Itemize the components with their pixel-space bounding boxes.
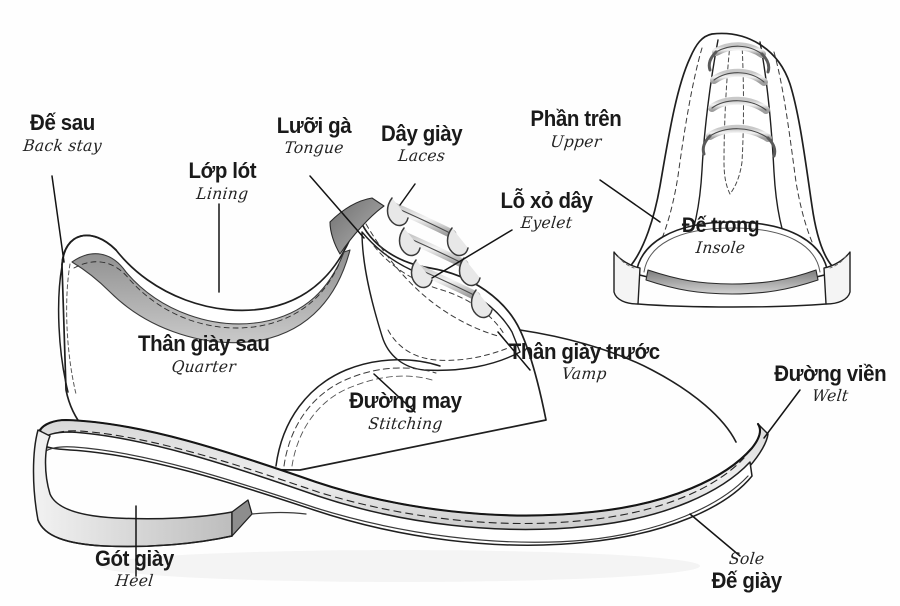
label-eyelet: Lỗ xỏ dây Eyelet <box>497 188 596 233</box>
label-insole-vn: Đế trong <box>681 214 760 237</box>
label-stitching-en: Stitching <box>367 414 444 433</box>
label-laces: Dây giày Laces <box>378 121 465 166</box>
label-insole-en: Insole <box>694 238 747 257</box>
label-eyelet-vn: Lỗ xỏ dây <box>500 188 593 213</box>
label-vamp-vn: Thân giày trước <box>508 339 660 364</box>
label-quarter-vn: Thân giày sau <box>137 331 270 356</box>
label-quarter: Thân giày sau Quarter <box>133 331 275 377</box>
label-upper-en: Upper <box>549 132 603 151</box>
label-tongue-vn: Lưỡi gà <box>276 113 352 138</box>
inset-shoe-front-view <box>613 32 851 308</box>
leader-vamp <box>497 331 531 371</box>
leader-sole <box>689 513 741 557</box>
label-back-stay: Đế sau Back stay <box>22 110 103 156</box>
label-heel-vn: Gót giày <box>94 546 174 571</box>
eyelet-group <box>386 197 493 319</box>
label-stitching: Đường may Stitching <box>345 388 466 434</box>
leader-tongue <box>309 175 365 239</box>
label-tongue: Lưỡi gà Tongue <box>274 113 354 158</box>
leader-upper <box>599 179 661 223</box>
label-laces-vn: Dây giày <box>381 121 463 146</box>
leader-welt <box>763 389 801 439</box>
label-back-stay-vn: Đế sau <box>30 110 95 135</box>
label-upper: Phần trên Upper <box>527 106 625 152</box>
main-shoe-side-view <box>32 197 769 582</box>
label-heel-en: Heel <box>114 571 155 590</box>
label-vamp: Thân giày trước Vamp <box>503 339 666 384</box>
label-upper-vn: Phần trên <box>530 106 622 131</box>
label-sole: Sole Đế giày <box>709 549 784 593</box>
label-lining: Lớp lót Lining <box>186 158 259 204</box>
label-insole: Đế trong Insole <box>679 215 762 257</box>
label-heel: Gót giày Heel <box>92 546 177 591</box>
leader-lines <box>51 175 801 577</box>
label-lining-en: Lining <box>195 184 250 203</box>
label-eyelet-en: Eyelet <box>519 213 574 232</box>
label-quarter-en: Quarter <box>170 357 237 376</box>
leader-laces <box>399 183 416 206</box>
label-back-stay-en: Back stay <box>22 136 103 155</box>
label-welt-en: Welt <box>811 386 850 405</box>
leader-eyelet <box>431 229 513 279</box>
label-welt-vn: Đường viền <box>774 361 887 386</box>
leader-stitching <box>373 373 416 413</box>
label-vamp-en: Vamp <box>560 364 608 383</box>
label-sole-en: Sole <box>728 549 766 568</box>
label-sole-vn: Đế giày <box>711 567 783 593</box>
label-lining-vn: Lớp lót <box>188 158 257 183</box>
leader-back-stay <box>51 175 65 263</box>
label-tongue-en: Tongue <box>283 138 345 157</box>
label-laces-en: Laces <box>397 146 447 165</box>
label-welt: Đường viền Welt <box>770 361 890 406</box>
label-stitching-vn: Đường may <box>349 388 462 413</box>
